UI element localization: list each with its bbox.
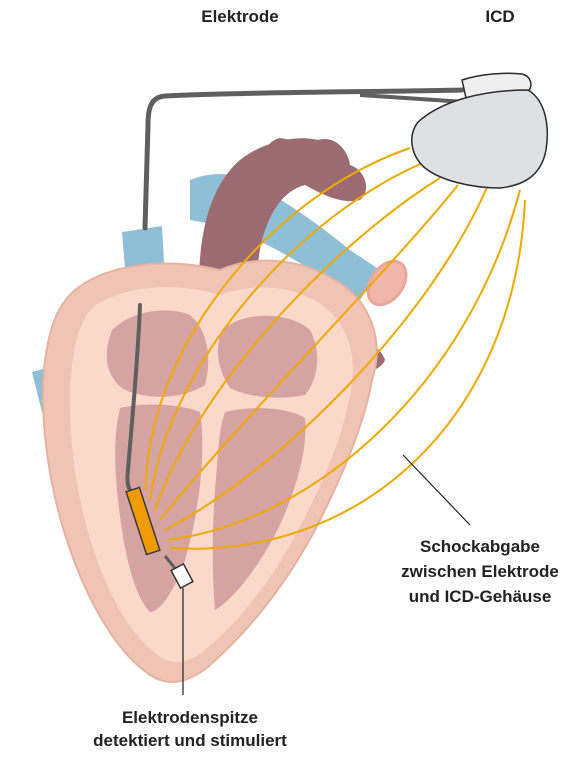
icd-can	[412, 90, 547, 188]
lead-wire-device-entry	[360, 95, 465, 102]
tip-label-line-1: Elektrodenspitze	[60, 706, 320, 729]
shock-label-line-1: Schockabgabe	[385, 534, 575, 559]
shock-label: Schockabgabe zwischen Elektrode und ICD-…	[385, 534, 575, 609]
electrode-label: Elektrode	[160, 6, 320, 28]
shock-label-line-2: zwischen Elektrode	[385, 559, 575, 584]
heart	[43, 261, 377, 682]
shock-label-line-3: und ICD-Gehäuse	[385, 584, 575, 609]
shock-callout-line	[403, 455, 470, 525]
tip-label-line-2: detektiert und stimuliert	[60, 729, 320, 752]
icd-label: ICD	[460, 6, 540, 28]
tip-label: Elektrodenspitze detektiert und stimulie…	[60, 706, 320, 752]
right-atrium	[107, 310, 208, 396]
